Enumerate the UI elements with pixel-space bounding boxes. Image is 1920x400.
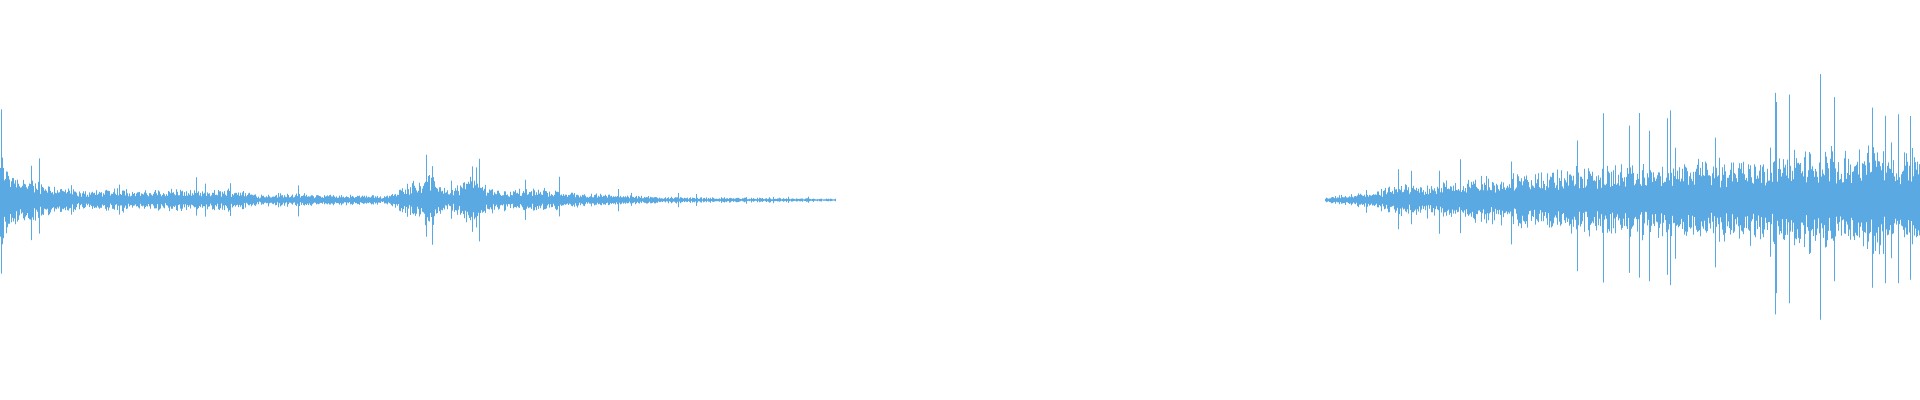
waveform-body [1325,92,1920,315]
waveform-segment-2 [1325,74,1920,320]
audio-waveform [0,74,1920,320]
waveform-body [0,109,836,274]
waveform-segment-1 [0,109,836,274]
